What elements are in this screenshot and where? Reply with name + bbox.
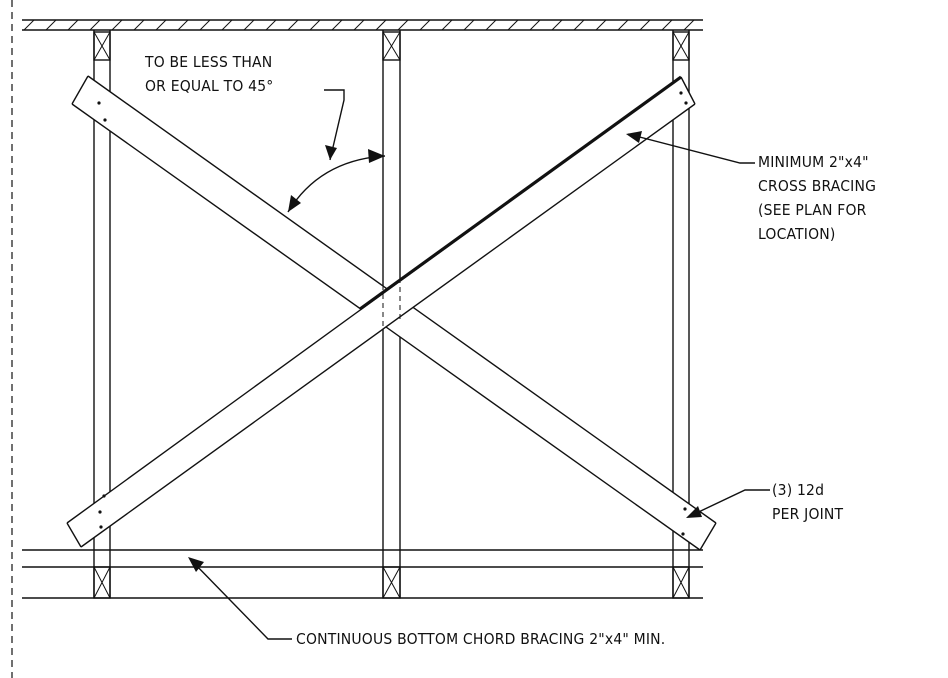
nails-note-line-2: PER JOINT [772,505,844,523]
cross-bracing-note-line-4: LOCATION) [758,225,836,243]
angle-note-leader [324,89,345,161]
cross-bracing-note-line-1: MINIMUM 2"x4" [758,153,869,171]
cross-bracing-note-line-2: CROSS BRACING [758,177,876,195]
nails-leader [686,489,770,518]
angle-arc [287,149,386,213]
bottom-chord-leader [188,557,292,640]
hidden-web-lines [382,278,401,330]
bottom-chord [22,549,703,599]
nails-note-line-1: (3) 12d [772,481,824,499]
cross-bracing-leader [626,131,755,164]
cross-brace-ascending [66,75,696,548]
cross-bracing-note-line-3: (SEE PLAN FOR [758,201,867,219]
angle-note-line-1: TO BE LESS THAN [144,53,272,71]
top-sheathing [22,19,703,31]
bottom-chord-note: CONTINUOUS BOTTOM CHORD BRACING 2"x4" MI… [296,630,665,648]
angle-note-line-2: OR EQUAL TO 45° [145,77,273,95]
